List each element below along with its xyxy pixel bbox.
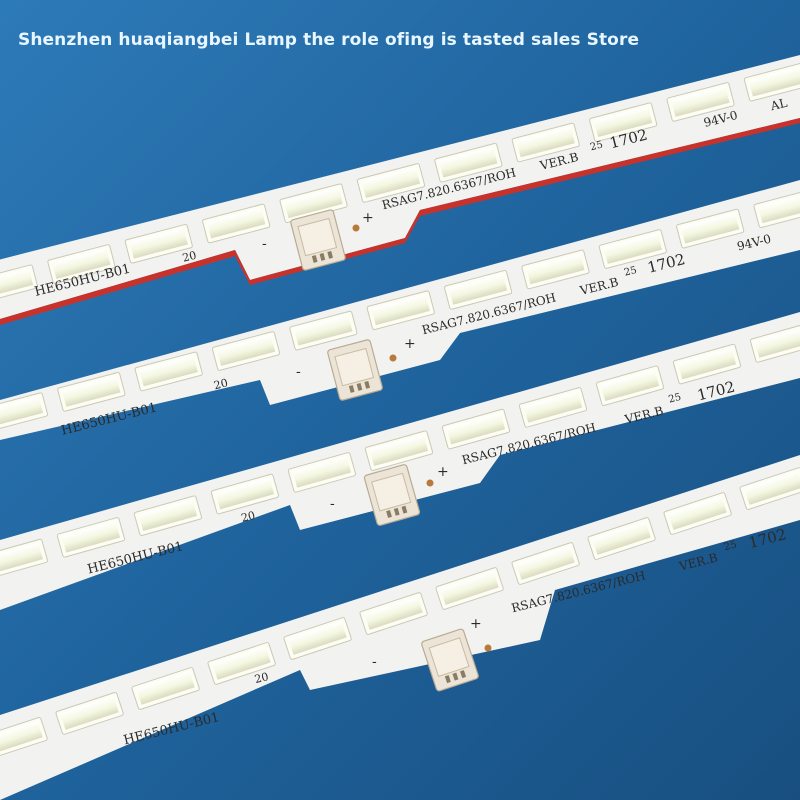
connector: [421, 628, 479, 692]
led-chip: [134, 351, 203, 392]
led-chip: [289, 310, 358, 351]
count-label: 20: [240, 509, 257, 525]
led-chip: [676, 208, 745, 249]
led-chip: [595, 365, 665, 406]
led-chip: [441, 408, 511, 450]
led-chip: [0, 392, 49, 433]
led-chip: [511, 122, 580, 163]
solder-pad: [426, 479, 434, 487]
led-chip: [749, 322, 800, 363]
led-chip: [434, 142, 503, 183]
led-chip: [666, 82, 735, 122]
plus-label: +: [470, 616, 482, 632]
led-chips: [0, 61, 800, 760]
led-chip: [435, 567, 504, 610]
minus-label: -: [372, 654, 377, 670]
led-chip: [0, 538, 48, 580]
led-chip: [743, 61, 800, 102]
connectors: [290, 209, 492, 692]
count-label: 20: [253, 670, 270, 686]
led-chip: [133, 495, 203, 536]
led-chip: [47, 244, 116, 284]
led-chip: [210, 473, 280, 515]
al-label: AL: [768, 96, 789, 114]
plus-label: +: [404, 336, 416, 352]
led-chip: [283, 617, 352, 660]
led-chip: [521, 249, 590, 290]
connector: [290, 209, 346, 271]
led-chip: [356, 163, 426, 203]
solder-pad: [389, 354, 397, 362]
led-chip: [518, 387, 588, 428]
minus-label: -: [262, 236, 267, 252]
temp-label: 25: [589, 139, 604, 153]
temp-label: 25: [623, 265, 638, 279]
minus-label: -: [330, 496, 335, 512]
led-chip: [0, 717, 48, 760]
led-chip: [598, 229, 667, 269]
led-chip: [124, 223, 193, 264]
led-chip: [366, 290, 435, 331]
led-chip: [663, 492, 732, 535]
plus-label: +: [362, 210, 374, 226]
led-chip: [364, 430, 434, 471]
led-chip: [753, 188, 800, 229]
led-chip: [0, 264, 39, 305]
connector: [363, 464, 421, 526]
led-chip: [511, 542, 580, 585]
led-chip: [131, 667, 200, 710]
temp-label: 25: [723, 539, 738, 553]
led-chip: [287, 452, 357, 493]
plus-label: +: [437, 464, 449, 480]
temp-label: 25: [667, 392, 682, 406]
store-banner: Shenzhen huaqiangbei Lamp the role ofing…: [18, 30, 640, 50]
minus-label: -: [296, 364, 301, 380]
led-chip: [55, 692, 124, 735]
count-label: 20: [181, 249, 198, 265]
led-chip: [202, 203, 271, 244]
led-chip: [359, 592, 428, 635]
solder-pad: [484, 644, 492, 652]
led-chip: [589, 102, 658, 142]
solder-pad: [352, 224, 360, 232]
led-chip: [672, 343, 742, 385]
led-chip: [207, 642, 276, 685]
led-chip: [56, 517, 125, 558]
led-chip: [211, 331, 281, 371]
led-chip: [587, 517, 656, 560]
led-chip: [57, 372, 126, 412]
led-chip: [444, 270, 513, 310]
connector: [327, 339, 383, 401]
led-chip: [739, 467, 800, 510]
count-label: 20: [212, 376, 229, 392]
